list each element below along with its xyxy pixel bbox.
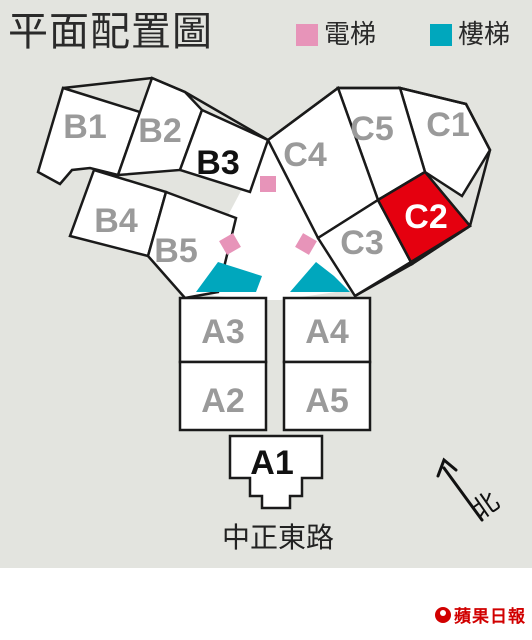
legend-elevator-label: 電梯	[324, 20, 377, 50]
label-b5: B5	[154, 232, 197, 270]
unit-a3	[178, 296, 268, 364]
label-a1: A1	[250, 444, 293, 482]
north-label: 北	[467, 486, 504, 525]
label-c5: C5	[350, 110, 393, 148]
stairs-right	[290, 262, 350, 292]
stairs-swatch	[430, 24, 452, 46]
stairs	[196, 262, 350, 292]
label-c4: C4	[283, 136, 327, 174]
road-label: 中正東路	[221, 521, 334, 554]
label-b2: B2	[138, 112, 181, 150]
unit-a1	[228, 434, 324, 510]
label-b3: B3	[196, 144, 239, 182]
b-wing-outline	[62, 76, 269, 142]
elevator-3	[295, 233, 317, 255]
legend-stairs: 樓梯	[430, 22, 510, 48]
label-a2: A2	[201, 382, 244, 420]
north-arrow-icon: 北	[436, 457, 504, 526]
label-b1: B1	[63, 108, 106, 146]
label-a4: A4	[305, 313, 349, 351]
elevator-2	[219, 233, 241, 255]
label-a3: A3	[201, 313, 244, 351]
apple-logo-icon	[435, 606, 451, 623]
unit-a4	[282, 296, 372, 364]
brand-name: 蘋果日報	[454, 607, 526, 627]
legend-elevator: 電梯	[296, 22, 376, 48]
unit-a5	[282, 360, 372, 432]
label-a5: A5	[305, 382, 348, 420]
elevators	[219, 176, 317, 255]
label-c3: C3	[340, 224, 383, 262]
brand-watermark: 蘋果日報	[435, 602, 526, 627]
stairs-left	[196, 262, 262, 292]
elevator-swatch	[296, 24, 318, 46]
label-b4: B4	[94, 202, 138, 240]
label-c2: C2	[404, 198, 447, 236]
label-c1: C1	[426, 106, 469, 144]
footer-strip	[0, 568, 532, 640]
page-title: 平面配置圖	[8, 9, 213, 55]
elevator-1	[260, 176, 276, 192]
legend-stairs-label: 樓梯	[458, 20, 511, 50]
c-wing-outline	[267, 86, 492, 298]
unit-b3	[178, 108, 270, 194]
unit-a2	[178, 360, 268, 432]
